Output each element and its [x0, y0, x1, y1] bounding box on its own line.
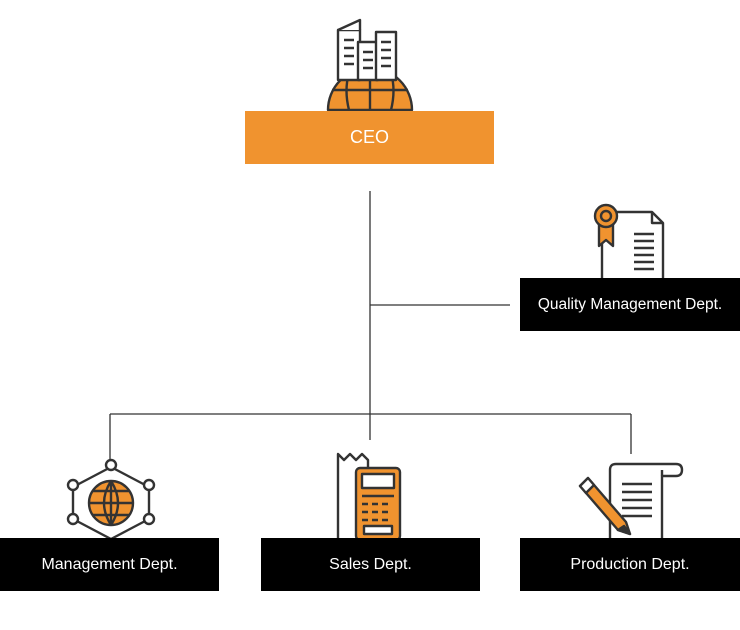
production-dept-label: Production Dept. — [570, 555, 690, 573]
sales-dept-label: Sales Dept. — [329, 555, 412, 573]
sales-dept-box: Sales Dept. — [261, 538, 480, 591]
certificate-document-icon — [593, 203, 665, 278]
pen-document-icon — [578, 462, 684, 540]
network-globe-icon — [66, 458, 156, 539]
management-dept-box: Management Dept. — [0, 538, 219, 591]
quality-dept-label: Quality Management Dept. — [537, 295, 723, 313]
cash-register-receipt-icon — [336, 452, 402, 540]
quality-dept-box: Quality Management Dept. — [520, 278, 740, 331]
production-dept-box: Production Dept. — [520, 538, 740, 591]
ceo-box: CEO — [245, 111, 494, 164]
globe-buildings-icon — [326, 18, 414, 112]
ceo-label: CEO — [349, 127, 389, 147]
management-dept-label: Management Dept. — [41, 555, 178, 573]
